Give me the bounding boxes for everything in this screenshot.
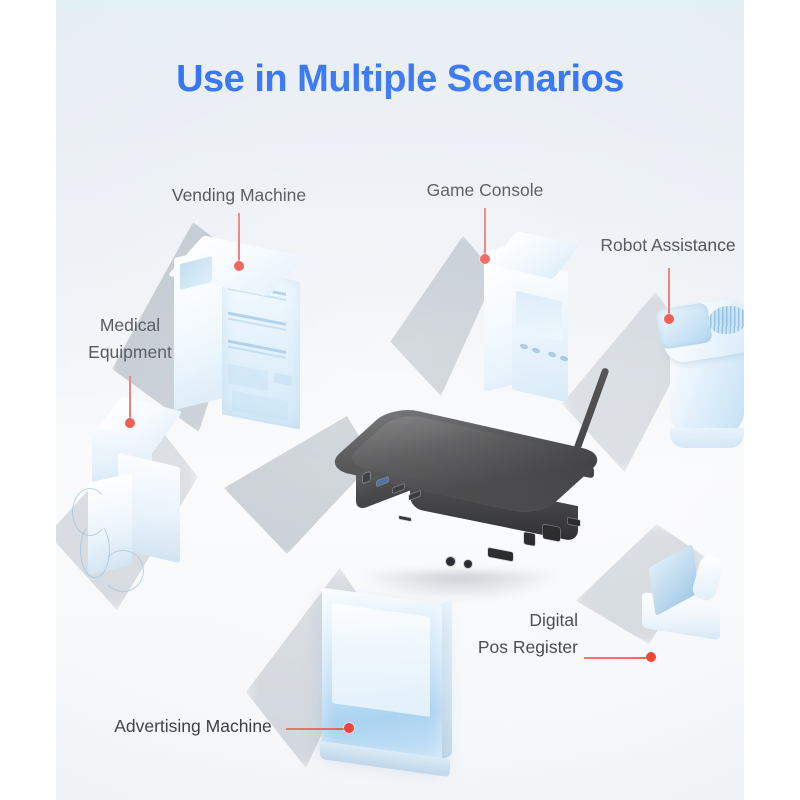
panel-vignette <box>56 0 744 800</box>
label-advertising-machine: Advertising Machine <box>98 713 288 740</box>
leader-vending-machine <box>238 213 240 265</box>
av-jack <box>464 560 472 568</box>
robot-base <box>670 428 744 448</box>
product-scene-panel: Use in Multiple Scenarios <box>56 0 744 800</box>
prop-medical-equipment <box>66 396 236 644</box>
marker-pos-register <box>646 652 656 662</box>
leader-pos-register <box>584 657 652 659</box>
page-title: Use in Multiple Scenarios <box>56 58 744 101</box>
marker-advertising-machine <box>344 723 354 733</box>
headphone-jack <box>446 557 455 566</box>
leader-advertising-machine <box>286 728 350 730</box>
label-robot-assistance: Robot Assistance <box>572 232 744 259</box>
label-game-console: Game Console <box>394 177 576 204</box>
medical-tubing <box>80 522 110 578</box>
leader-game-console <box>484 208 486 258</box>
tv-box <box>323 367 612 590</box>
label-pos-register: Digital Pos Register <box>406 607 578 661</box>
tv-box-reflection <box>356 572 586 612</box>
medical-tubing <box>102 550 144 592</box>
prop-robot-assistance <box>655 288 744 468</box>
marker-medical-equipment <box>125 418 135 428</box>
leader-robot-assistance <box>668 268 670 318</box>
marker-robot-assistance <box>664 314 674 324</box>
label-medical-equipment: Medical Equipment <box>56 312 213 366</box>
leader-medical-equipment <box>129 376 131 422</box>
marker-vending-machine <box>234 261 244 271</box>
marker-game-console <box>480 254 490 264</box>
label-vending-machine: Vending Machine <box>144 182 334 209</box>
